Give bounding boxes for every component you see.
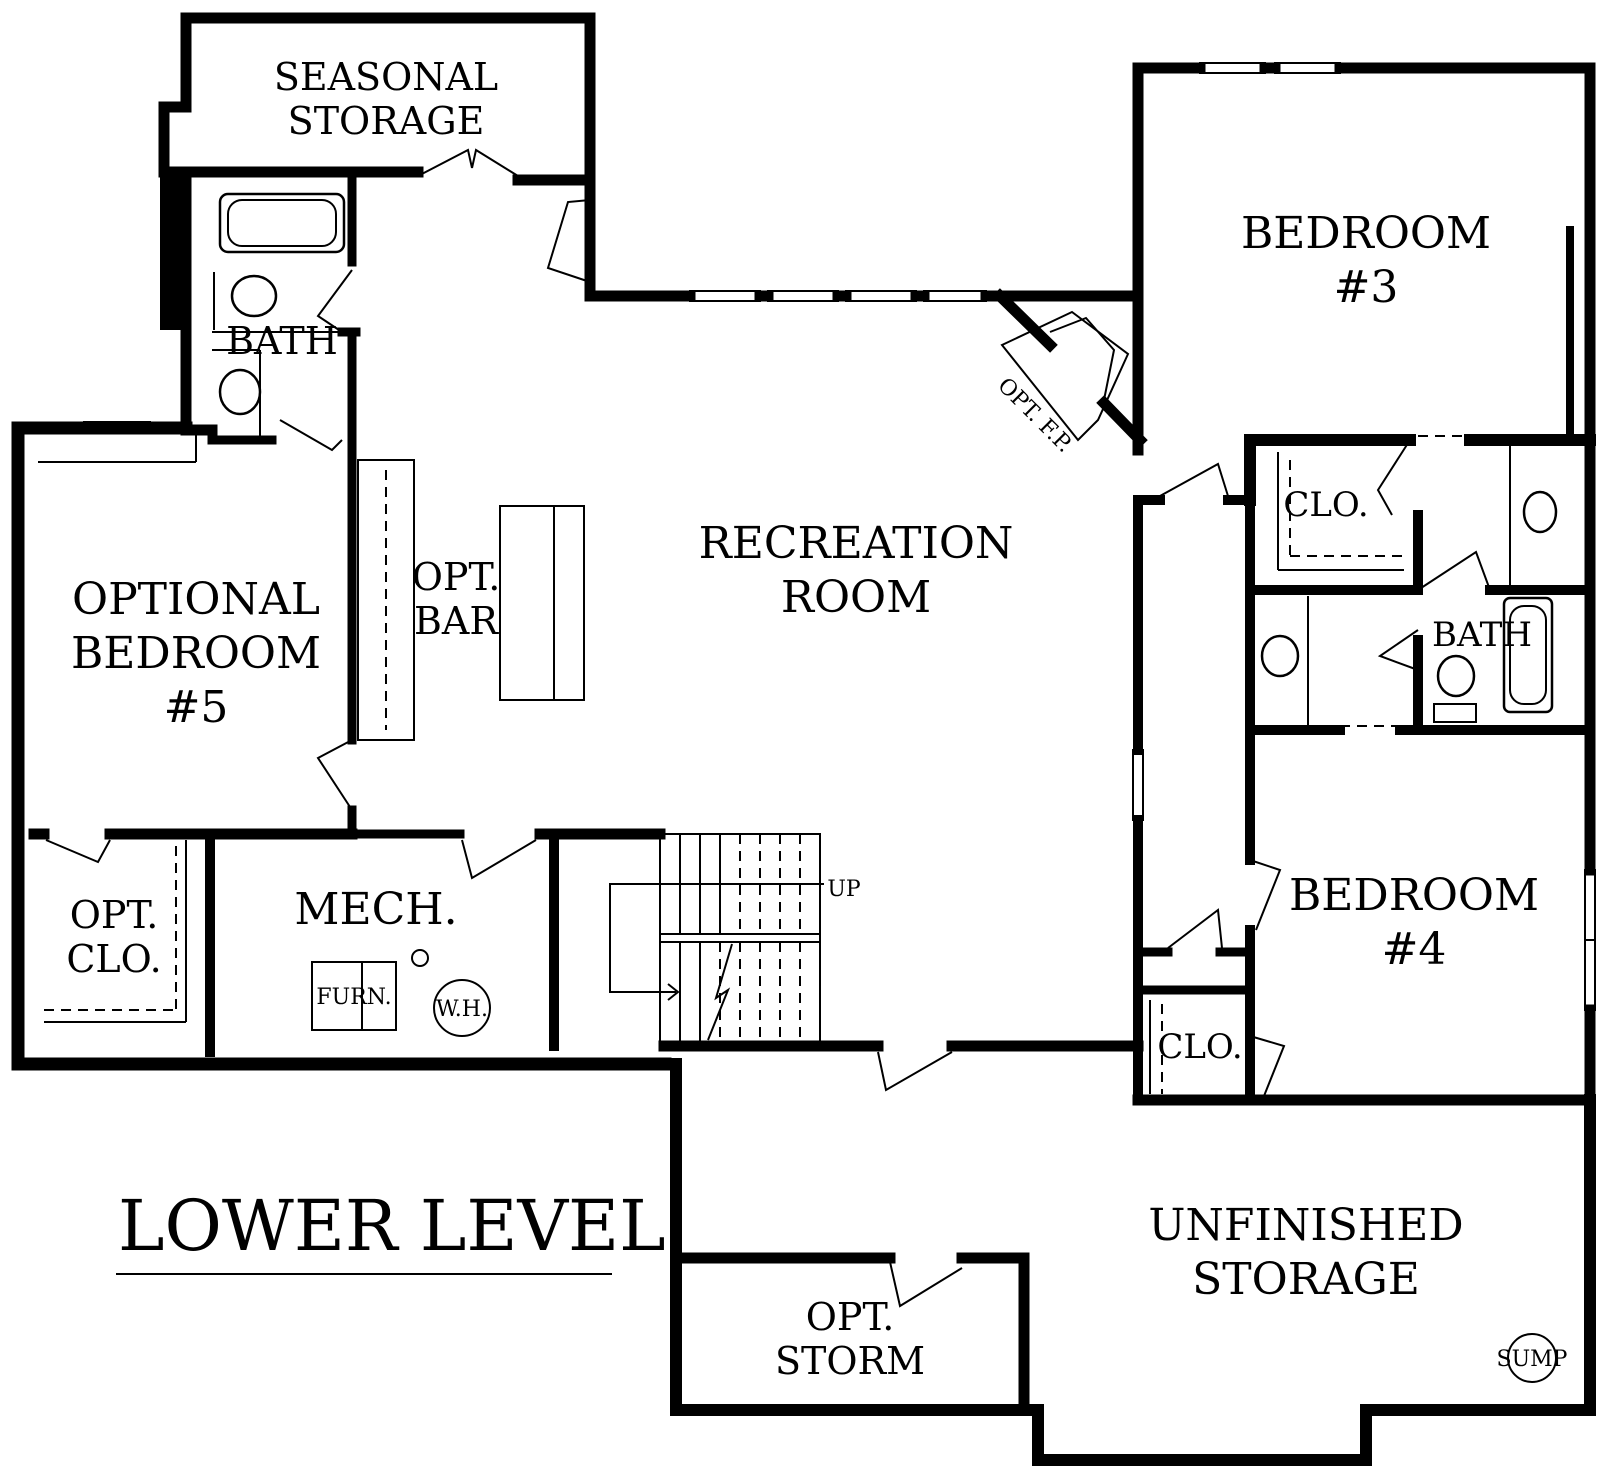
label-opt-storm-1: OPT. [806,1295,895,1339]
plan-title: LOWER LEVEL [116,1185,666,1275]
label-unfinished-storage-1: UNFINISHED [1148,1200,1463,1251]
label-furn: FURN. [316,985,391,1010]
fixtures [38,192,1558,1383]
staircase [609,833,824,1043]
label-bedroom-3-1: BEDROOM [1241,208,1491,259]
label-bedroom-4-1: BEDROOM [1289,870,1539,921]
label-bedroom-4-2: #4 [1382,924,1447,975]
label-opt-bar-1: OPT. [412,555,501,599]
doors [45,148,1491,1308]
label-unfinished-storage-2: STORAGE [1192,1254,1420,1305]
label-optional-bedroom-1: OPTIONAL [72,574,320,625]
label-sump: SUMP [1497,1347,1568,1372]
windows [83,62,1596,1011]
exterior-walls [11,12,1596,1466]
label-clo-bottom: CLO. [1157,1027,1242,1067]
plan-title-text: LOWER LEVEL [118,1185,666,1267]
label-mech: MECH. [294,884,457,935]
label-opt-clo-1: OPT. [70,893,159,937]
label-seasonal-storage-1: SEASONAL [274,55,498,99]
label-opt-clo-2: CLO. [66,937,161,981]
label-clo-top: CLO. [1283,485,1368,525]
label-recreation-room-1: RECREATION [699,518,1014,569]
label-optional-bedroom-2: BEDROOM [71,628,321,679]
label-wh: W.H. [436,997,488,1022]
label-recreation-room-2: ROOM [781,572,931,623]
room-labels: SEASONAL STORAGE BATH OPTIONAL BEDROOM #… [66,55,1567,1383]
label-seasonal-storage-2: STORAGE [288,99,485,143]
label-up: UP [827,877,861,902]
label-opt-bar-2: BAR [414,599,499,643]
label-optional-bedroom-3: #5 [164,682,229,733]
label-bedroom-3-2: #3 [1334,262,1399,313]
label-bath-left: BATH [226,319,338,363]
label-bath-right: BATH [1432,615,1532,655]
label-opt-storm-2: STORM [775,1339,925,1383]
